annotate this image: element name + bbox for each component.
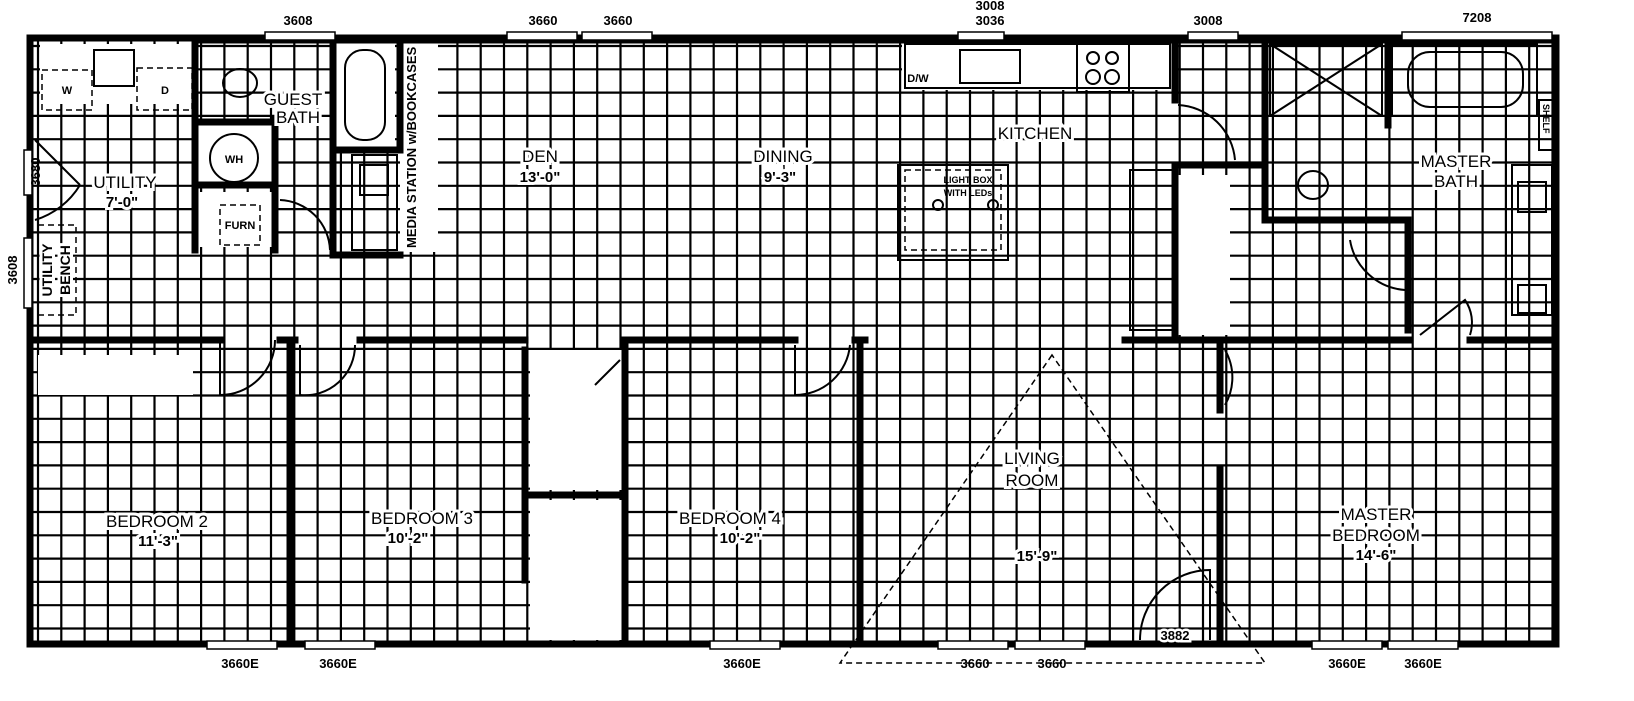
window-label: 3660E: [221, 656, 259, 671]
kitchen-island: [897, 164, 1009, 261]
island-label-1: LIGHT BOX: [944, 175, 993, 185]
window-label: 7208: [1463, 10, 1492, 25]
range: [1076, 43, 1130, 93]
utility-bench-label-1: UTILITY: [39, 243, 55, 297]
shelf-label: SHELF: [1541, 104, 1551, 134]
water-heater-label: WH: [225, 154, 243, 166]
den-label: DEN: [522, 147, 558, 166]
living-room-label-2: ROOM: [1006, 471, 1059, 490]
window-label: 3660E: [1328, 656, 1366, 671]
bedroom4-label: BEDROOM 4: [679, 509, 781, 528]
window-label: 3660: [529, 13, 558, 28]
window-label: 3036: [976, 13, 1005, 28]
master-tub: [1391, 43, 1538, 117]
master-bedroom-label-1: MASTER: [1341, 505, 1412, 524]
utility-bench-label-2: BENCH: [57, 245, 73, 295]
window-label: 3608: [5, 256, 20, 285]
room-labels: UTILITY 7'-0" GUEST BATH DEN 13'-0" DINI…: [90, 87, 1494, 568]
window-label: 3660: [1038, 656, 1067, 671]
window-label: 3608: [284, 13, 313, 28]
master-bath-label-1: MASTER: [1421, 152, 1492, 171]
window-label: 3882: [1161, 628, 1190, 643]
fixtures: W D WH FURN MEDIA STATION w/BOOKCASES UT…: [36, 42, 1555, 640]
shower: [1269, 43, 1383, 117]
window-label: 3008: [976, 0, 1005, 13]
bedroom3-label: BEDROOM 3: [371, 509, 473, 528]
master-bath-label-2: BATH: [1434, 172, 1478, 191]
bedroom3-size: 10'-2": [388, 530, 429, 547]
dishwasher-label: D/W: [907, 73, 929, 85]
kitchen-label: KITCHEN: [998, 124, 1073, 143]
bedroom4-size: 10'-2": [720, 530, 761, 547]
window-label: 3008: [1194, 13, 1223, 28]
master-vanity: [1511, 164, 1553, 316]
window-label: 3660E: [1404, 656, 1442, 671]
media-station-label: MEDIA STATION w/BOOKCASES: [404, 46, 419, 248]
living-room-label-1: LIVING: [1004, 449, 1060, 468]
kitchen-sink: [959, 49, 1021, 84]
window-label: 3660E: [319, 656, 357, 671]
furnace: [219, 204, 261, 246]
island-label-2: WITH LEDs: [944, 188, 993, 198]
dryer-label: D: [161, 85, 169, 97]
window-label: 3660: [961, 656, 990, 671]
bedroom2-label: BEDROOM 2: [106, 512, 208, 531]
walls: [26, 34, 1560, 648]
bathtub: [344, 49, 386, 141]
master-bedroom-size: 14'-6": [1356, 547, 1397, 564]
master-bedroom-label-2: BEDROOM: [1332, 526, 1420, 545]
utility-bench: [37, 224, 77, 316]
master-toilet: [1297, 170, 1329, 200]
dining-size: 9'-3": [764, 169, 796, 186]
doors: [34, 104, 1473, 664]
window-label: 3660E: [723, 656, 761, 671]
vanity: [351, 154, 398, 251]
guest-bath-label-1: GUEST: [264, 90, 323, 109]
utility-label: UTILITY: [93, 173, 156, 192]
bedroom2-size: 11'-3": [138, 533, 178, 550]
window-label: 3680: [28, 158, 43, 187]
furnace-label: FURN: [225, 220, 256, 232]
washer-label: W: [62, 85, 73, 97]
dining-label: DINING: [753, 147, 813, 166]
toilet: [222, 68, 258, 98]
guest-bath-label-2: BATH: [276, 108, 320, 127]
washer: [41, 69, 93, 111]
den-size: 13'-0": [520, 169, 561, 186]
windows: [23, 31, 1553, 650]
window-label: 3660: [604, 13, 633, 28]
living-room-size: 15'-9": [1017, 548, 1058, 565]
fridge-pantry: [1129, 169, 1176, 331]
utility-size: 7'-0": [106, 194, 138, 211]
